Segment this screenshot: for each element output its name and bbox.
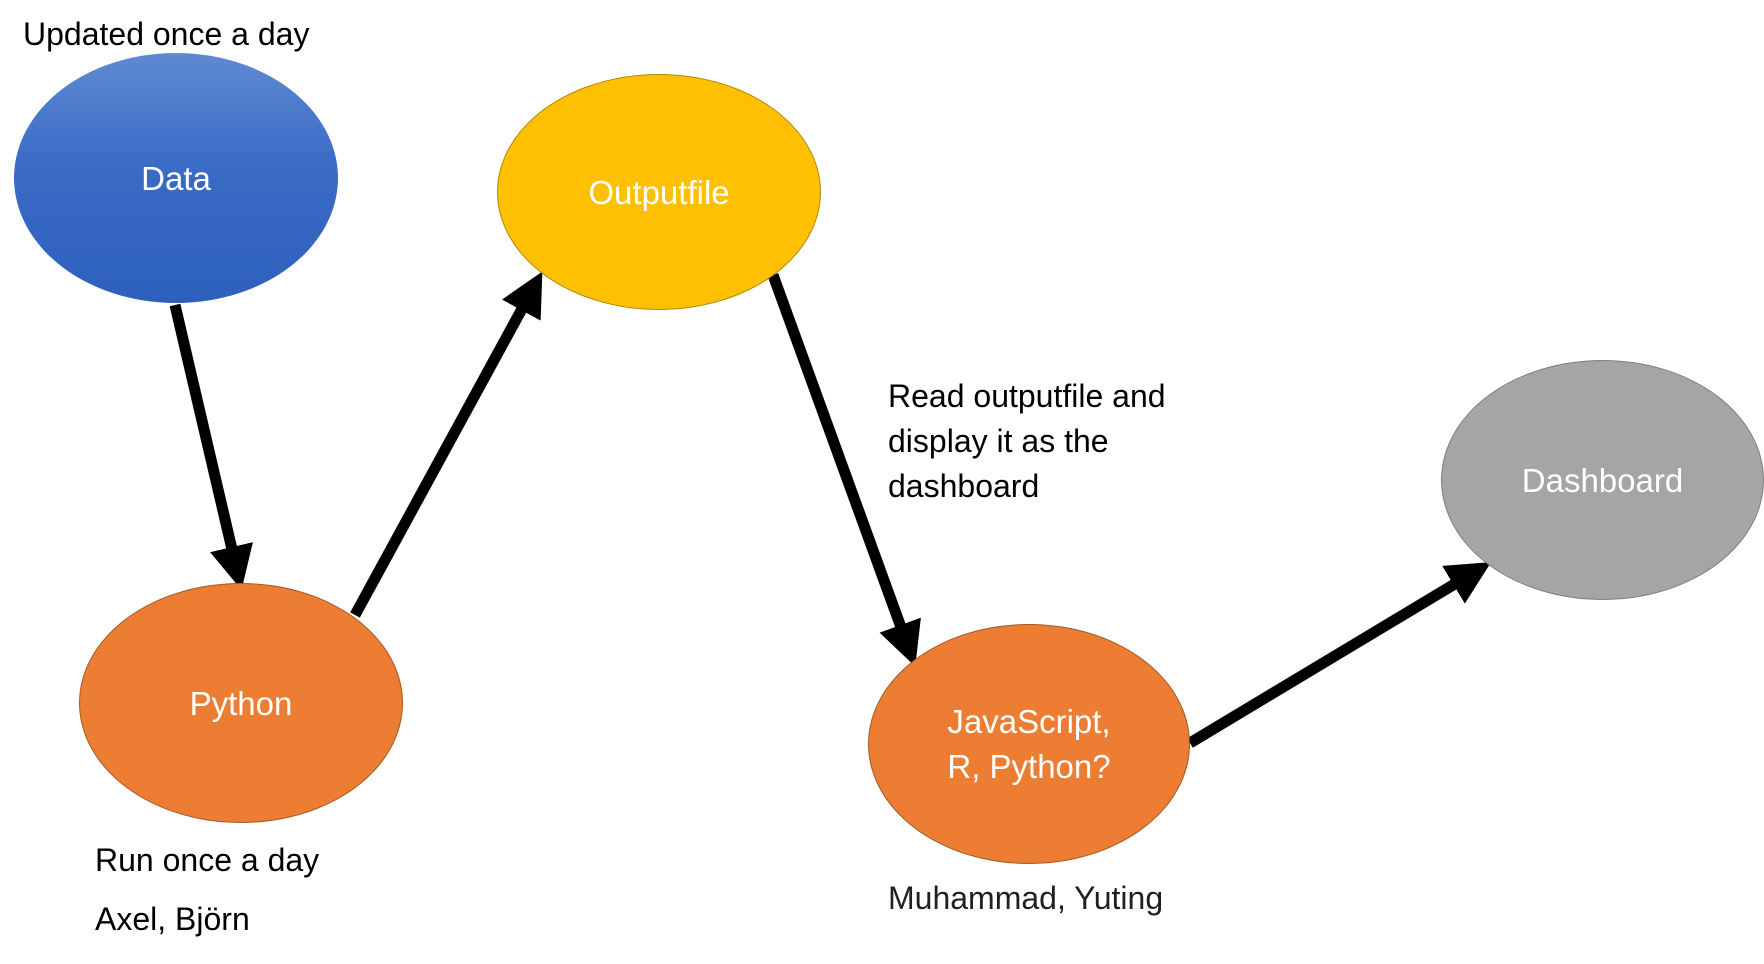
data-node-label: Data (141, 159, 211, 197)
javascript-r-python-node-label: JavaScript, R, Python? (947, 703, 1111, 785)
outputfile-node: Outputfile (497, 74, 821, 310)
updated-note: Updated once a day (23, 16, 310, 52)
arrow-js-to-dashboard (1187, 562, 1492, 748)
python-authors-note: Axel, Björn (95, 901, 250, 937)
data-node: Data (14, 53, 338, 303)
run-note: Run once a day (95, 842, 320, 878)
read-outputfile-note: Read outputfile and display it as the da… (888, 378, 1166, 504)
js-authors-note: Muhammad, Yuting (888, 880, 1164, 916)
python-node: Python (79, 583, 403, 823)
arrow-python-to-outputfile (350, 271, 543, 618)
arrow-data-to-python (169, 303, 253, 590)
arrow-outputfile-to-js (767, 273, 921, 667)
dashboard-node: Dashboard (1441, 360, 1764, 600)
python-node-label: Python (189, 684, 293, 722)
dashboard-node-label: Dashboard (1521, 461, 1684, 499)
javascript-r-python-node: JavaScript, R, Python? (868, 624, 1190, 864)
outputfile-node-label: Outputfile (588, 173, 730, 211)
